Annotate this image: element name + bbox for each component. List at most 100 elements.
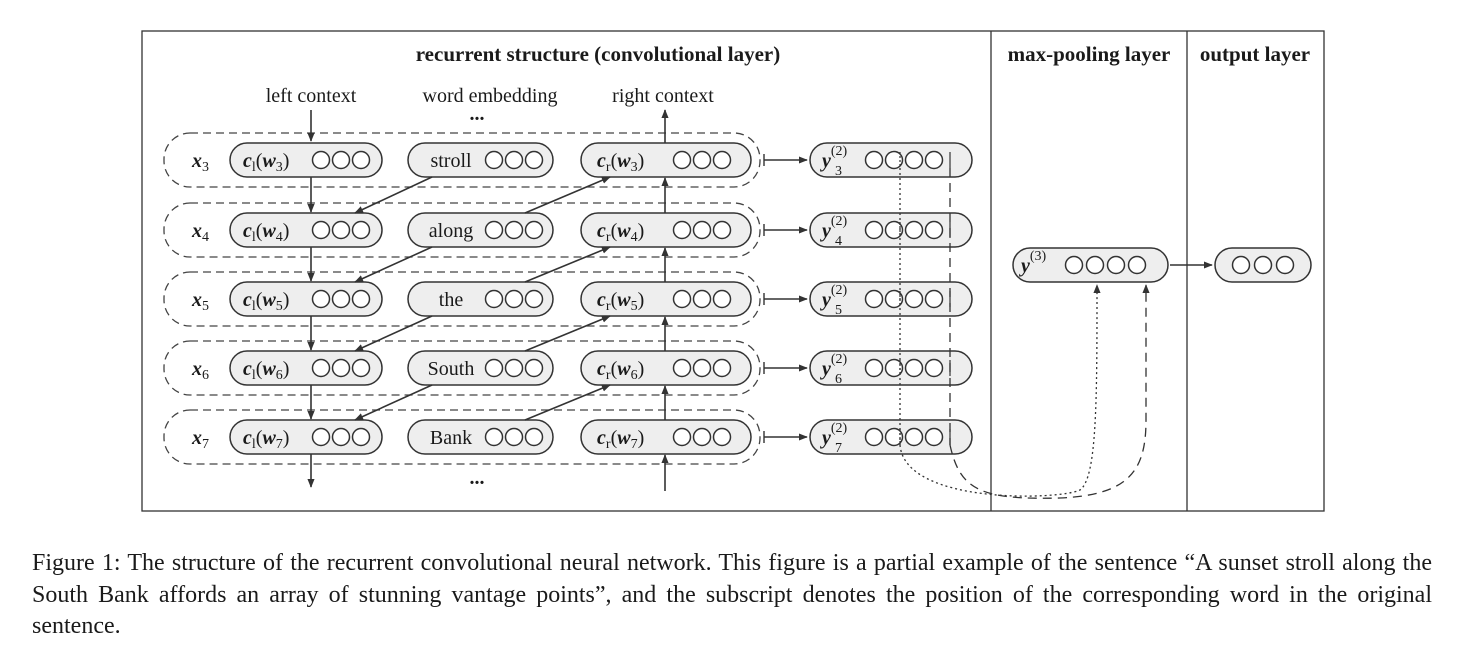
y-symbol: y — [820, 427, 831, 449]
right-context-neuron — [692, 220, 712, 240]
figure-caption: Figure 1: The structure of the recurrent… — [32, 550, 1432, 639]
row-group-outline — [163, 202, 761, 258]
figure-frame — [141, 30, 1325, 512]
hidden-y2-neuron — [884, 150, 904, 170]
w-symbol: w — [262, 150, 276, 172]
word-neuron — [504, 289, 524, 309]
cr-symbol: c — [597, 358, 606, 380]
cr-subscript: r — [606, 368, 611, 383]
cr-symbol: c — [597, 289, 606, 311]
hidden-y2-neuron — [904, 220, 924, 240]
w-subscript: 7 — [276, 437, 283, 452]
paren-open: ( — [256, 220, 263, 242]
right-context-pill — [580, 281, 752, 317]
y-symbol: y — [1019, 255, 1030, 277]
cl-symbol: c — [243, 358, 252, 380]
hidden-y2-label: y(2) 7 — [820, 421, 848, 456]
right-context-neuron — [692, 150, 712, 170]
header-maxpool: max-pooling layer — [1008, 42, 1171, 66]
right-context-neuron — [672, 427, 692, 447]
arrow-word-to-left-context — [354, 246, 433, 283]
left-context-neuron — [311, 220, 331, 240]
cl-subscript: l — [252, 437, 256, 452]
hidden-y2-neuron — [924, 358, 944, 378]
cl-symbol: c — [243, 220, 252, 242]
hidden-y2-neuron — [884, 427, 904, 447]
left-context-neuron — [351, 150, 371, 170]
word-neuron — [504, 220, 524, 240]
w-symbol: w — [617, 220, 631, 242]
y-superscript: (2) — [831, 421, 848, 436]
hidden-y2-neuron — [904, 427, 924, 447]
y-symbol: y — [820, 150, 831, 172]
word-neuron — [484, 427, 504, 447]
y-subscript: 3 — [835, 164, 842, 179]
row-group-outline — [163, 409, 761, 465]
input-symbol: x7 — [191, 427, 209, 452]
label-left-context: left context — [266, 85, 357, 107]
word-neuron — [484, 220, 504, 240]
cr-subscript: r — [606, 160, 611, 175]
input-symbol: x6 — [191, 358, 209, 383]
right-context-pill — [580, 350, 752, 386]
w-subscript: 3 — [631, 160, 638, 175]
pooled-y3-neuron — [1085, 255, 1105, 275]
hidden-y2-neuron — [884, 358, 904, 378]
w-subscript: 6 — [631, 368, 638, 383]
right-context-neuron — [692, 427, 712, 447]
arrow-word-to-right-context — [524, 315, 611, 352]
dashed-max-to-pool — [949, 284, 1150, 499]
hidden-y2-neuron — [884, 289, 904, 309]
arrow-word-to-left-context — [354, 176, 433, 214]
right-context-neuron — [712, 220, 732, 240]
output-neuron — [1231, 255, 1251, 275]
cr-symbol: c — [597, 427, 606, 449]
paren-close: ) — [283, 358, 290, 380]
right-context-neuron — [672, 150, 692, 170]
word-label: the — [439, 289, 464, 311]
w-symbol: w — [617, 150, 631, 172]
y-superscript: (3) — [1030, 249, 1047, 264]
right-context-label: cr(w7) — [597, 427, 644, 452]
word-label: stroll — [430, 150, 472, 172]
right-context-label: cr(w6) — [597, 358, 644, 383]
y-subscript: 5 — [835, 303, 842, 318]
input-symbol: x5 — [191, 289, 209, 314]
paren-open: ( — [256, 289, 263, 311]
hidden-y2-neuron — [904, 358, 924, 378]
y-superscript: (2) — [831, 283, 848, 298]
right-context-neuron — [712, 150, 732, 170]
symbol-x: x — [191, 150, 202, 172]
pooled-y3-neuron — [1127, 255, 1147, 275]
symbol-x-subscript: 5 — [202, 299, 209, 314]
word-neuron — [504, 150, 524, 170]
row-group-outline — [163, 132, 761, 188]
word-neuron — [504, 427, 524, 447]
hidden-y2-label: y(2)5 — [820, 283, 848, 318]
right-context-pill — [580, 212, 752, 248]
w-subscript: 5 — [631, 299, 638, 314]
w-subscript: 6 — [276, 368, 283, 383]
left-context-label: cl(w3) — [243, 150, 289, 175]
hidden-y2-neuron — [924, 427, 944, 447]
paren-open: ( — [611, 289, 618, 311]
hidden-y2-neuron — [864, 289, 884, 309]
right-context-label: cr(w5) — [597, 289, 644, 314]
y-superscript: (2) — [831, 144, 848, 159]
hidden-y2-neuron — [864, 427, 884, 447]
word-neuron — [484, 289, 504, 309]
word-neuron — [524, 427, 544, 447]
left-context-neuron — [331, 150, 351, 170]
arrow-word-to-right-context — [524, 384, 611, 421]
right-context-neuron — [692, 289, 712, 309]
pooled-y3-neuron — [1106, 255, 1126, 275]
symbol-x: x — [191, 220, 202, 242]
w-subscript: 3 — [276, 160, 283, 175]
word-neuron — [524, 289, 544, 309]
paren-close: ) — [283, 427, 290, 449]
y-subscript: 7 — [835, 441, 842, 456]
word-neuron — [504, 358, 524, 378]
